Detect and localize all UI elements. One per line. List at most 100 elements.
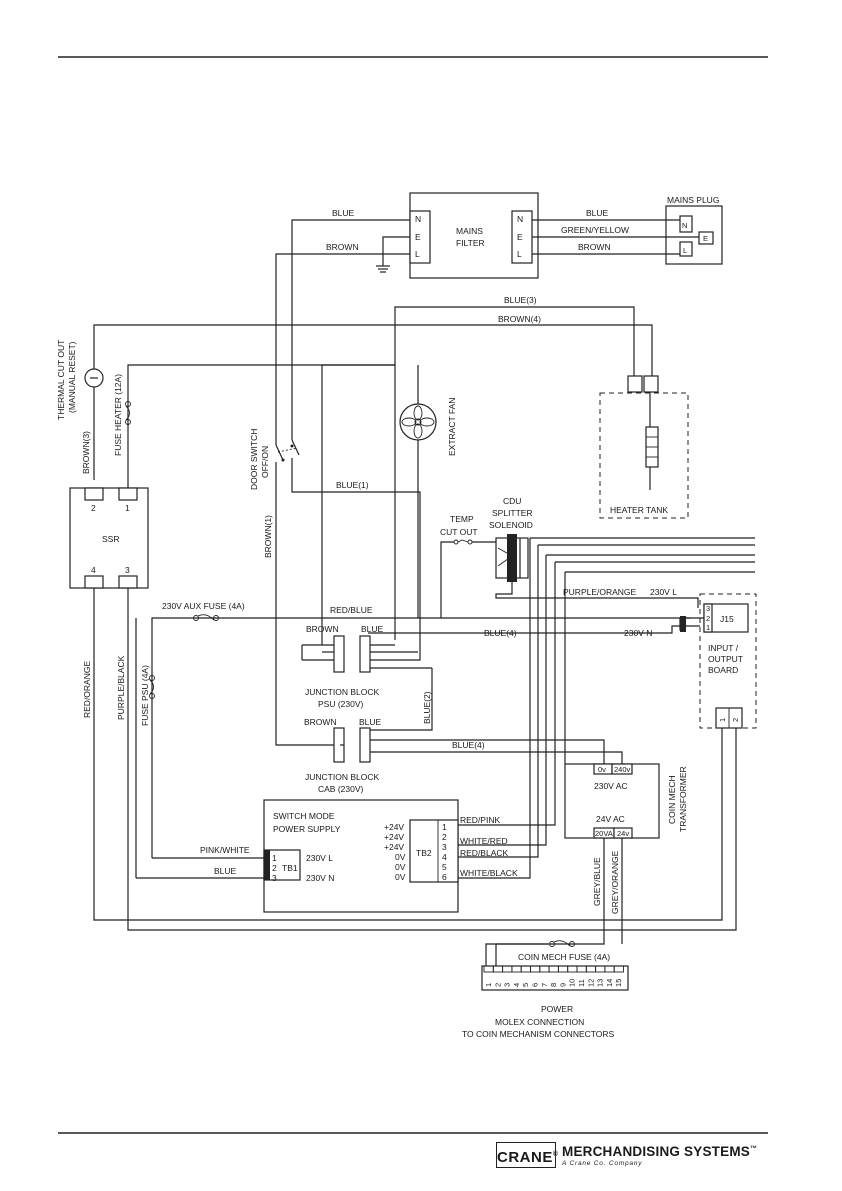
filter-term-l-right: L (517, 249, 522, 259)
molex-pin-label: 10 (568, 979, 577, 987)
tb2-volt-3: +24V (384, 842, 404, 852)
jb-psu-title: JUNCTION BLOCK (305, 687, 379, 697)
temp-cut-out-label-2: CUT OUT (440, 527, 478, 537)
tb1-pin-2: 2 (272, 863, 277, 873)
door-switch-label: DOOR SWITCH (249, 429, 259, 490)
plug-term-e: E (703, 234, 708, 243)
wire-label-red-pink: RED/PINK (460, 815, 500, 825)
registered-mark: ® (552, 1151, 559, 1158)
trademark-mark: ™ (749, 1145, 758, 1153)
molex-pin-label: 5 (521, 983, 530, 987)
wire-label-blue-2: BLUE(2) (422, 691, 432, 724)
wire-label-blue-4-upper: BLUE(4) (484, 628, 517, 638)
io-board-label: INPUT / (708, 643, 739, 653)
crane-logo-box: CRANE® (496, 1142, 559, 1168)
molex-pin-label: 13 (596, 979, 605, 987)
cdu-splitter-solenoid: CDU SPLITTER SOLENOID (489, 496, 533, 582)
io-pin-2: 2 (731, 718, 740, 722)
filter-term-n-left: N (415, 214, 421, 224)
wire-label-blue-4-lower: BLUE(4) (452, 740, 485, 750)
xfmr-230ac: 230V AC (594, 781, 628, 791)
junction-block-cab: BROWN BLUE JUNCTION BLOCK CAB (230V) (304, 717, 382, 794)
tb2-pin-3: 3 (442, 842, 447, 852)
mains-filter-title: MAINS (456, 226, 483, 236)
cdu-label: CDU (503, 496, 521, 506)
wire-label-blue-1: BLUE(1) (336, 480, 369, 490)
coin-fuse-label: COIN MECH FUSE (4A) (518, 952, 610, 962)
junction-block-psu: BROWN BLUE JUNCTION BLOCK PSU (230V) (305, 624, 384, 709)
fuse-psu: FUSE PSU (4A) (140, 665, 155, 726)
filter-term-e-left: E (415, 232, 421, 242)
thermal-cut-out: THERMAL CUT OUT (MANUAL RESET) BROWN(3) (56, 340, 104, 474)
xfmr-0v: 0v (598, 765, 606, 774)
wire-label-white-black: WHITE/BLACK (460, 868, 518, 878)
jb-cab-title-2: CAB (230V) (318, 784, 364, 794)
wire-label-white-red: WHITE/RED (460, 836, 508, 846)
ssr-term-4: 4 (91, 565, 96, 575)
door-switch-label-2: OFF/ON (260, 446, 270, 478)
molex-pin-label: 7 (540, 983, 549, 987)
tb2-pin-1: 1 (442, 822, 447, 832)
wire-label-blue-plug: BLUE (586, 208, 609, 218)
company-name-text: MERCHANDISING SYSTEMS (562, 1144, 750, 1159)
extract-fan: EXTRACT FAN (399, 398, 457, 456)
wire-label-red-black: RED/BLACK (460, 848, 509, 858)
input-output-board: 3 2 1 J15 INPUT / OUTPUT BOARD 1 2 (699, 593, 757, 729)
io-board-label-3: BOARD (708, 665, 738, 675)
mains-filter-title-2: FILTER (456, 238, 485, 248)
molex-pin-label: 2 (493, 983, 502, 987)
wire-label-green-yellow: GREEN/YELLOW (561, 225, 629, 235)
mains-filter: N E L N E L MAINS FILTER (409, 192, 539, 279)
company-tagline: A Crane Co. Company (562, 1160, 643, 1167)
jb-cab-title: JUNCTION BLOCK (305, 772, 379, 782)
wire-label-grey-orange: GREY/ORANGE (610, 850, 620, 914)
thermal-cut-out-label: THERMAL CUT OUT (56, 340, 66, 420)
fuse-heater-label: FUSE HEATER (12A) (113, 374, 123, 456)
temp-cut-out-label: TEMP (450, 514, 474, 524)
wire-label-red-blue: RED/BLUE (330, 605, 373, 615)
label-230v-l-io: 230V L (650, 587, 677, 597)
tb1-pin-1: 1 (272, 853, 277, 863)
wire-label-blue-psu: BLUE (214, 866, 237, 876)
heater-tank: HEATER TANK (599, 375, 689, 519)
j15-label: J15 (720, 614, 734, 624)
molex-pin-label: 14 (605, 979, 614, 987)
molex-pin-label: 12 (586, 979, 595, 987)
mains-plug-title: MAINS PLUG (667, 195, 719, 205)
tb1-230v-l: 230V L (306, 853, 333, 863)
wire-label-pink-white: PINK/WHITE (200, 845, 250, 855)
wire-label-brown-3: BROWN(3) (81, 431, 91, 474)
wire-label-grey-blue: GREY/BLUE (592, 857, 602, 906)
fuse-heater: FUSE HEATER (12A) (113, 374, 131, 456)
jb-psu-blue-label: BLUE (361, 624, 384, 634)
label-230v-n-io: 230V N (624, 628, 652, 638)
molex-pin-label: 6 (531, 983, 540, 987)
cdu-label-3: SOLENOID (489, 520, 533, 530)
molex-pin-label: 15 (614, 979, 623, 987)
wire-label-red-orange: RED/ORANGE (82, 661, 92, 718)
fuse-psu-label: FUSE PSU (4A) (140, 665, 150, 726)
molex-pin-label: 3 (503, 983, 512, 987)
wire-label-blue-3: BLUE(3) (504, 295, 537, 305)
jb-psu-title-2: PSU (230V) (318, 699, 364, 709)
xfmr-24ac: 24V AC (596, 814, 625, 824)
tb2-label: TB2 (416, 848, 432, 858)
molex-label-2: TO COIN MECHANISM CONNECTORS (462, 1029, 615, 1039)
filter-term-l-left: L (415, 249, 420, 259)
xfmr-20va: 20VA (595, 829, 613, 838)
tb2-pin-6: 6 (442, 872, 447, 882)
wire-label-brown-4: BROWN(4) (498, 314, 541, 324)
wire-label-brown-1: BROWN(1) (263, 515, 273, 558)
ssr-label: SSR (102, 534, 119, 544)
tb2-volt-1: +24V (384, 822, 404, 832)
filter-term-n-right: N (517, 214, 523, 224)
aux-fuse-label: 230V AUX FUSE (4A) (162, 601, 245, 611)
molex-pin-label: 1 (484, 983, 493, 987)
temp-cut-out: TEMP CUT OUT (440, 514, 478, 545)
door-switch: DOOR SWITCH OFF/ON (249, 429, 300, 490)
molex-pin-label: 11 (577, 979, 586, 987)
molex-pin-cell (613, 965, 624, 973)
wire-label-brown-filter: BROWN (326, 242, 359, 252)
io-pin-1: 1 (718, 718, 727, 722)
